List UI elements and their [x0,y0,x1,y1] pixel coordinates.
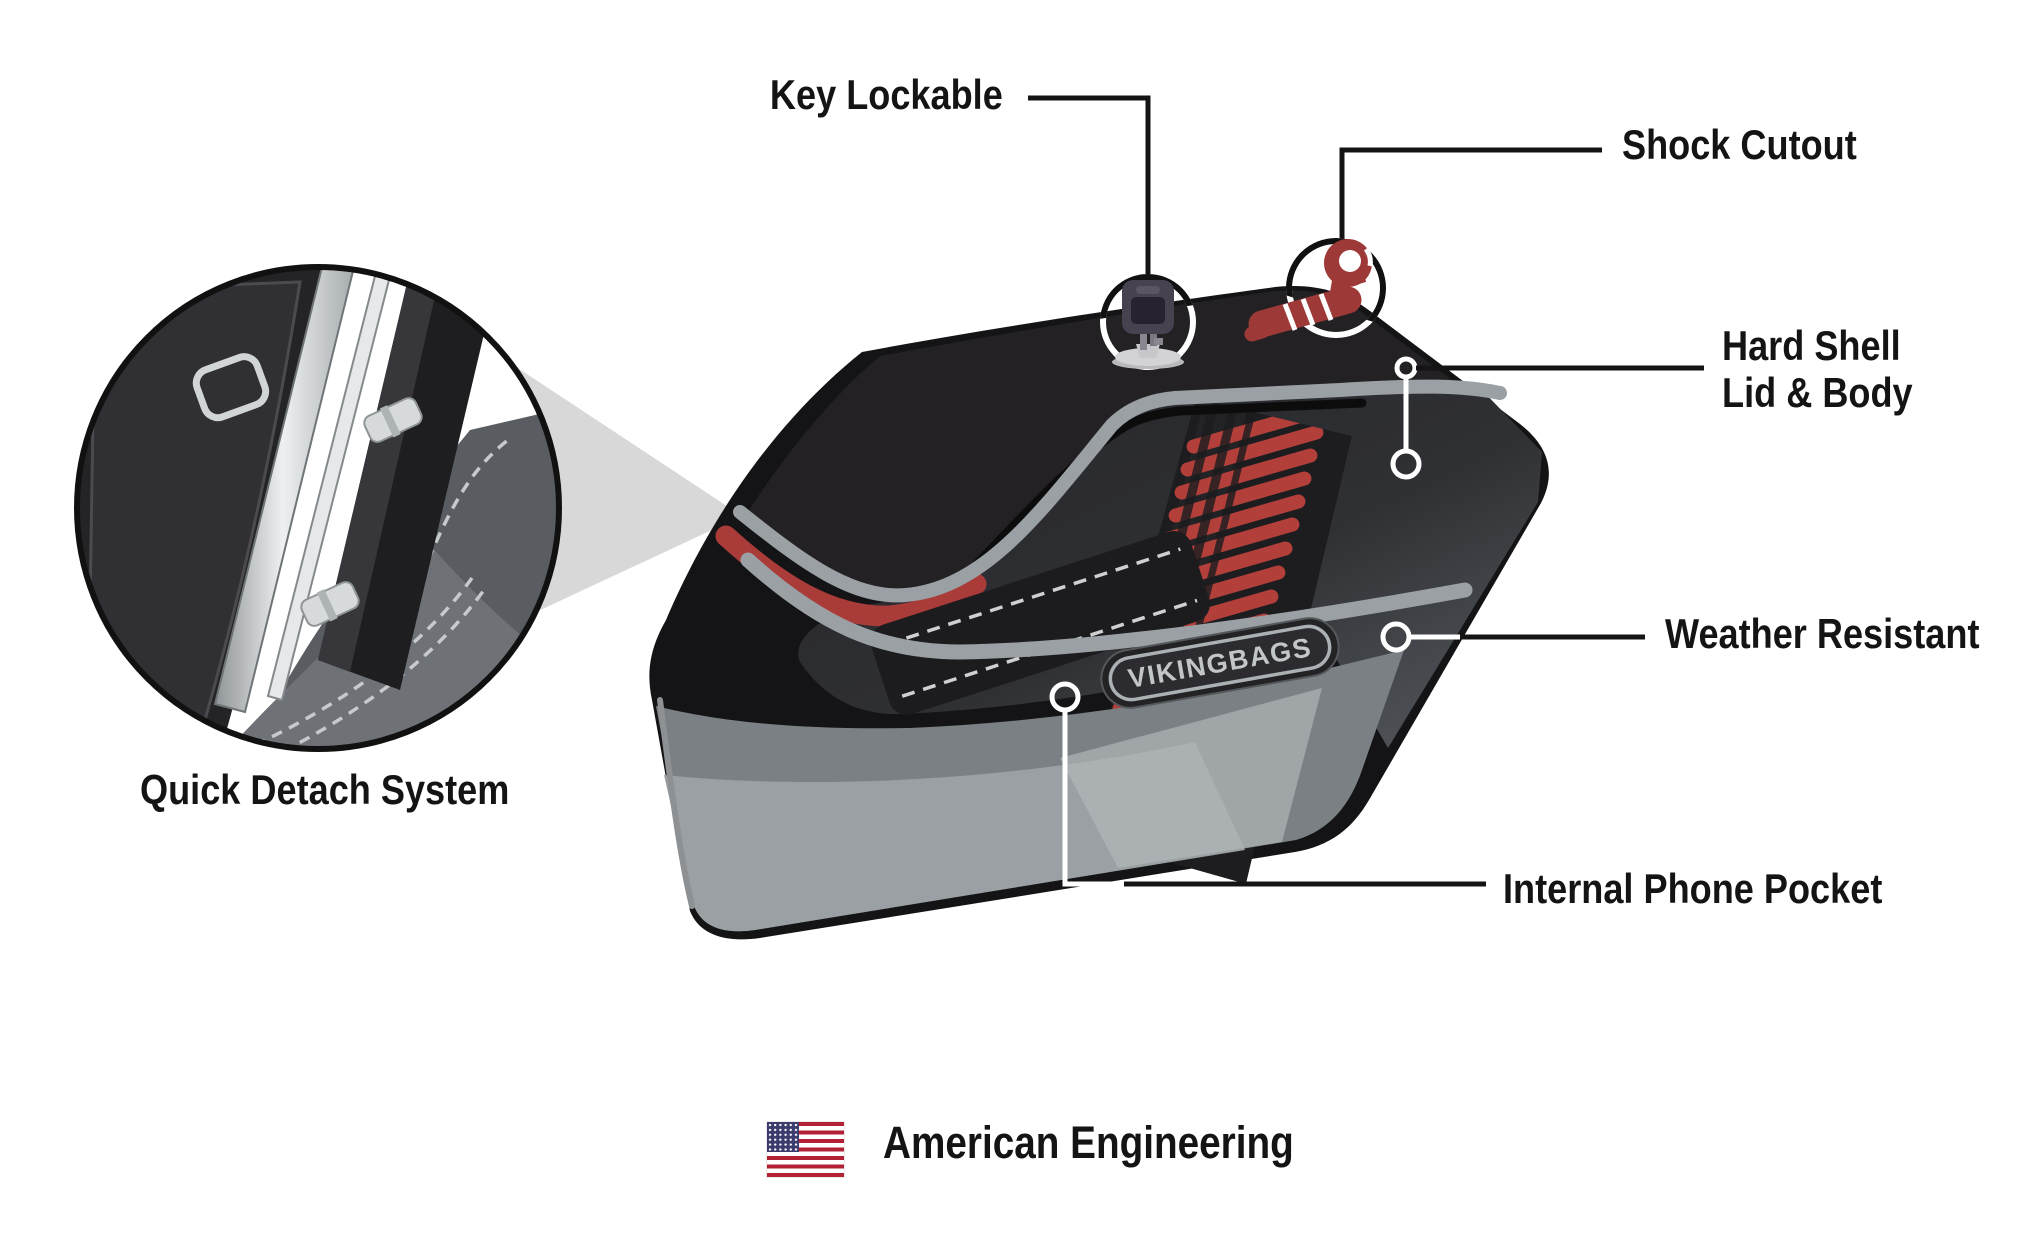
shock-absorber-icon [1244,239,1373,342]
body-band [740,552,1473,660]
quick-detach-inset [74,264,562,752]
label-hard-shell-line2: Lid & Body [1722,369,1913,416]
white-callout-markers [1049,356,1460,887]
label-key-lockable: Key Lockable [770,71,1003,118]
key-lockable-line [1028,95,1151,276]
label-hard-shell-line1: Hard Shell [1722,322,1901,369]
phone-point-dot [1049,681,1081,713]
label-quick-detach-system: Quick Detach System [140,766,510,813]
label-internal-phone-pocket: Internal Phone Pocket [1503,865,1883,912]
label-shock-cutout: Shock Cutout [1622,121,1857,168]
callout-lines [1028,95,1704,887]
lower-body [656,650,1404,932]
shock-cutout-line [1339,147,1602,242]
handle-icon [192,353,270,422]
key-icon [1112,280,1184,369]
us-flag-canton [767,1122,799,1152]
detach-bracket [300,267,492,690]
lid-trim [733,379,1507,603]
saddlebag: VIKINGBAGS [649,286,1549,940]
key-callout-circle [1100,274,1196,370]
shock-callout-circle [1244,238,1386,342]
mounting-rails [213,267,404,714]
label-american-engineering: American Engineering [883,1117,1294,1168]
us-flag-icon [767,1122,844,1177]
hard-shell-anchor-dot [1394,356,1418,380]
hard-shell-point-dot [1390,448,1422,480]
label-weather-resistant: Weather Resistant [1665,610,1980,657]
label-hard-shell: Hard Shell Lid & Body [1722,322,1913,416]
weather-point-dot [1380,621,1412,653]
